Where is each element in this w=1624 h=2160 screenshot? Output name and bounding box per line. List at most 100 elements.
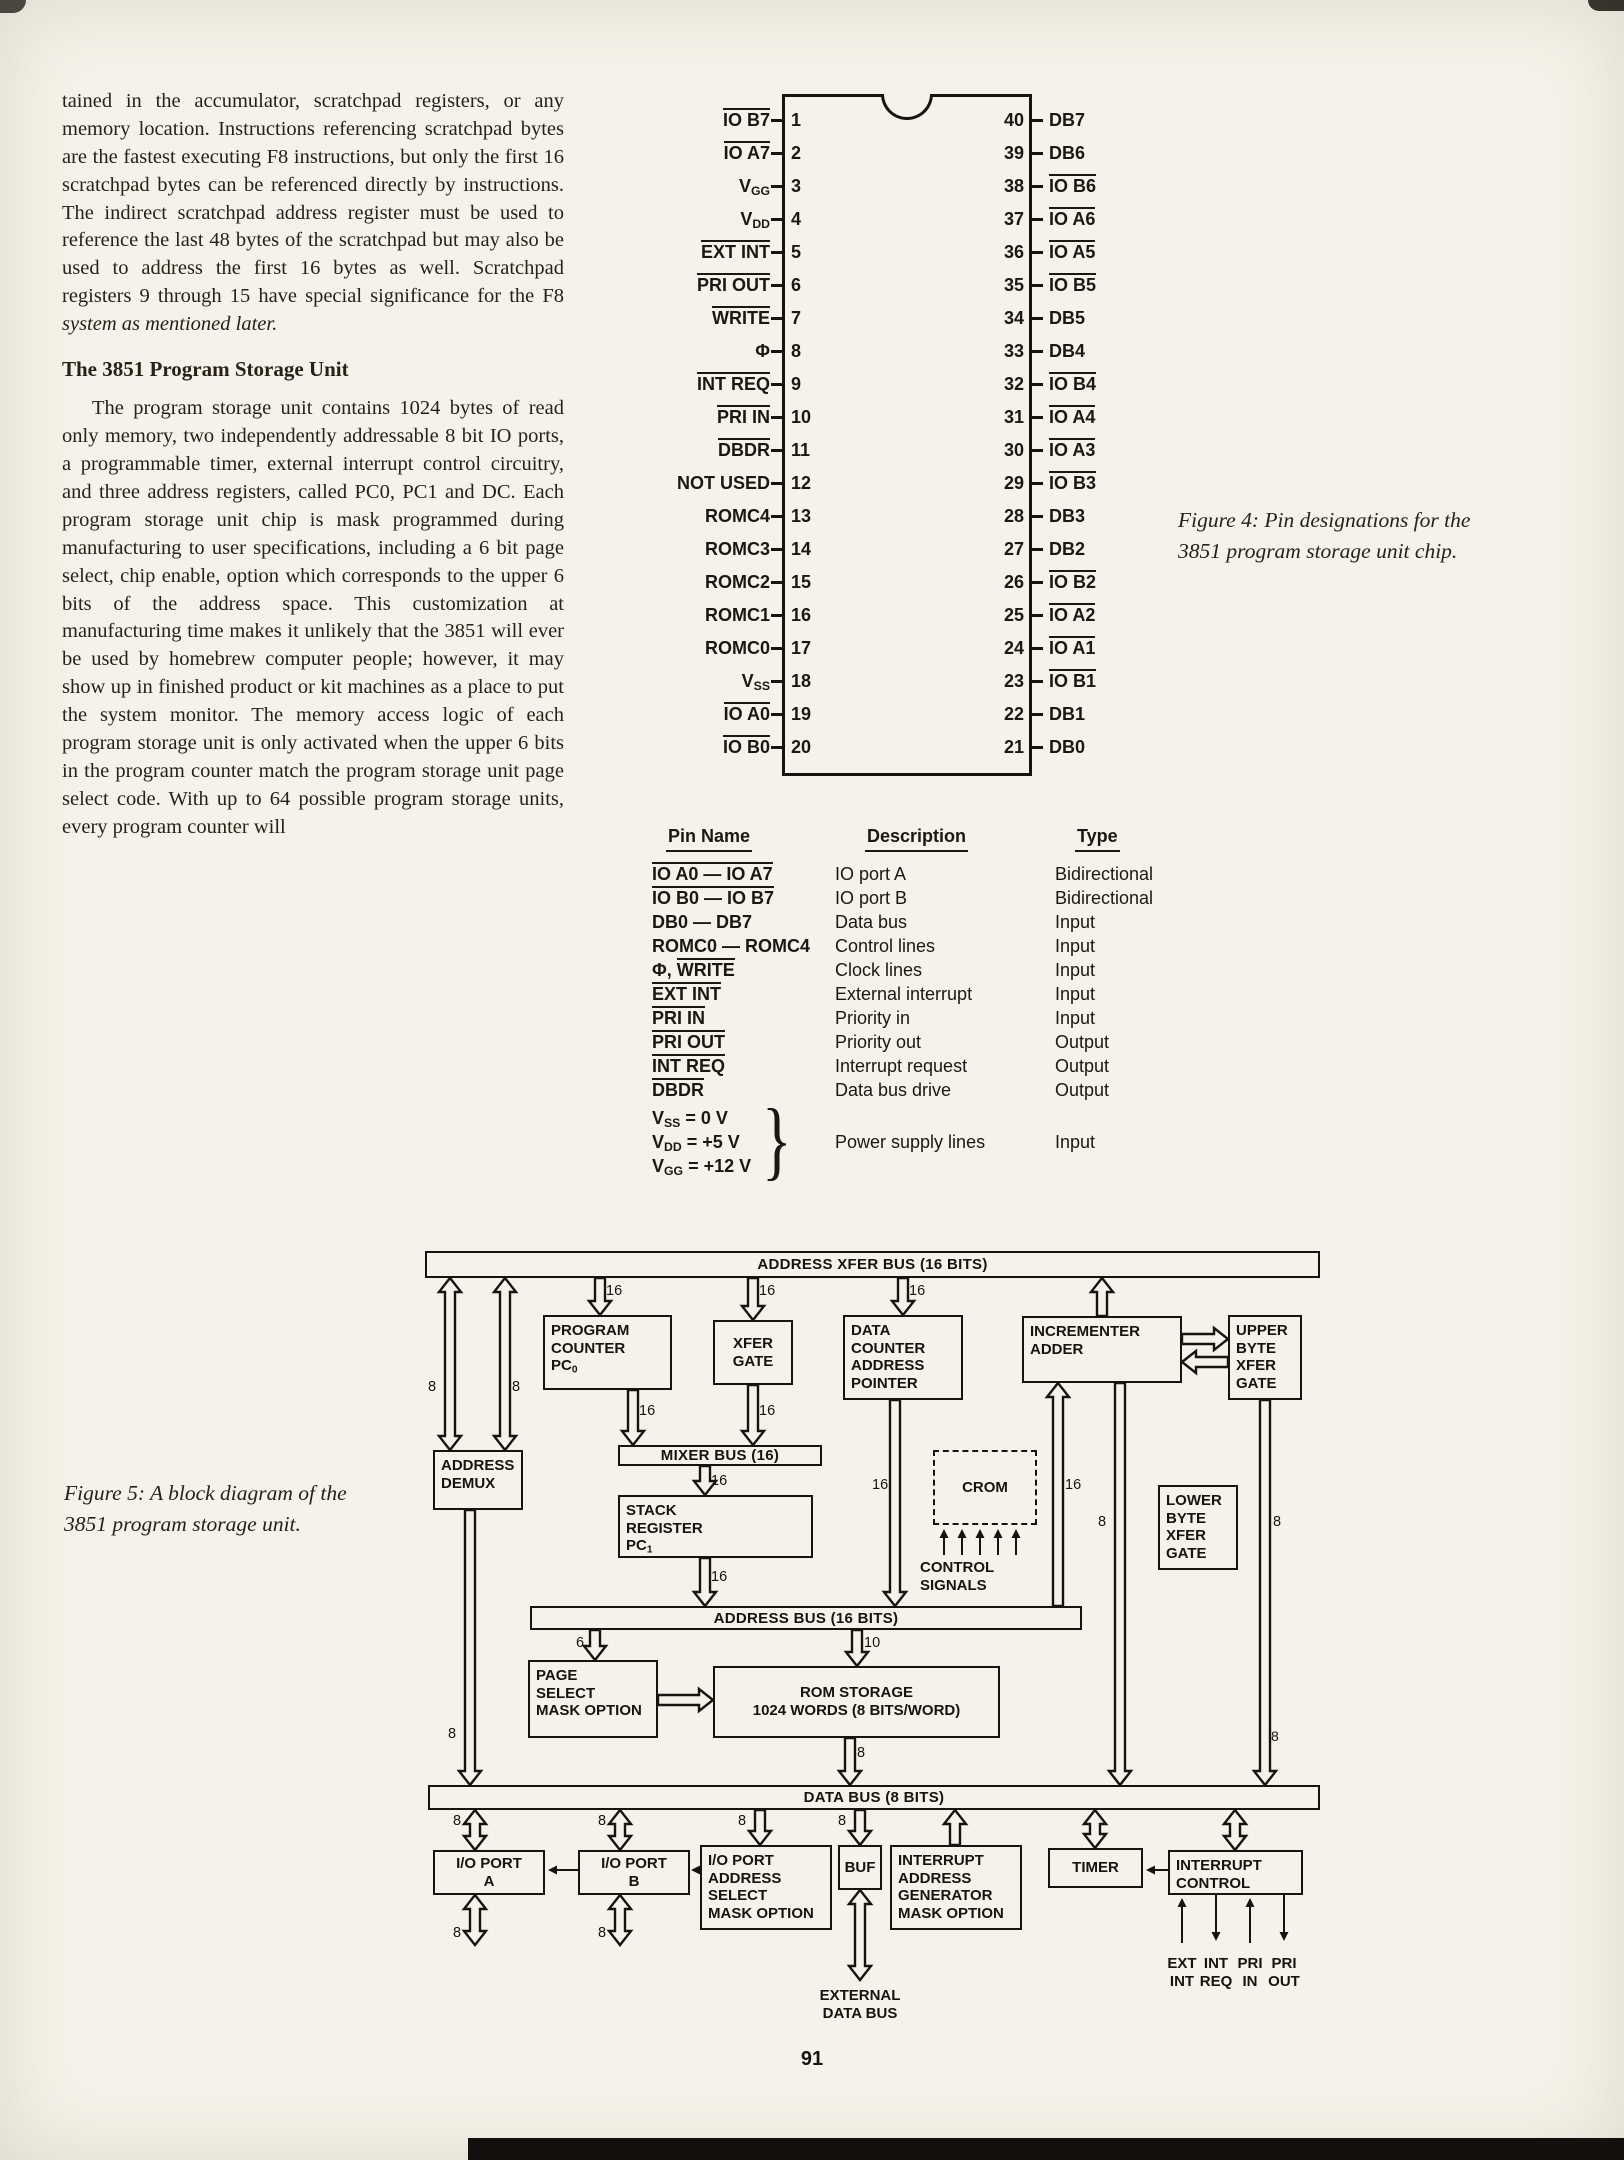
pin-number: 5 [791,242,802,262]
pin-name-cell: INT REQ [652,1054,726,1076]
bus-width-label: 8 [598,1813,606,1829]
wire-arrow [846,1808,874,1847]
pin-tick [1032,614,1043,617]
pin-table-header-cell: Pin Name [652,826,835,862]
pin-name-cell: EXT INT [652,982,722,1004]
note-width-8-right: 8 [1271,1728,1279,1744]
pin-label-left: PRI IN [716,405,770,427]
pin-number: 6 [791,275,802,295]
pin-tick [1032,746,1043,749]
wire-arrow [436,1276,464,1452]
pin-tick [771,152,782,155]
wire-arrow [1088,1276,1116,1318]
pin-name-cell: PRI IN [652,1006,706,1028]
pin-type-cell: Bidirectional [1055,888,1154,908]
pin-number: 40 [1003,110,1024,130]
wire-arrow [456,1508,484,1787]
pin-type-cell: Input [1055,1008,1096,1028]
pin-tick [1032,515,1043,518]
pin-number: 10 [791,407,812,427]
body-paragraph-2: The program storage unit contains 1024 b… [62,397,564,838]
bus-data-bus: DATA BUS (8 BITS) [428,1785,1320,1810]
pin-label-right: IO A2 [1049,603,1096,625]
pin-number: 27 [1003,539,1024,559]
wire-arrow [606,1893,634,1947]
pin-tick [771,515,782,518]
wire-arrow [739,1383,767,1447]
pin-tick [1032,185,1043,188]
wire-arrow [691,1556,719,1608]
pin-name-cell: IO A0 — IO A7 [652,862,773,884]
bus-width-label: 8 [738,1813,746,1829]
pin-label-left: ROMC0 [704,638,770,658]
pin-label-right: IO A1 [1049,636,1096,658]
pin-tick [1032,416,1043,419]
pin-name-cell: IO B0 — IO B7 [652,886,775,908]
wire-arrow [843,1628,871,1668]
pin-name-cell: ROMC0 — ROMC4 [652,936,811,956]
bus-width-label: 8 [448,1726,456,1742]
scan-artifact [1588,0,1624,11]
pin-label-left: ROMC2 [704,572,770,592]
pin-tick [1032,119,1043,122]
bus-width-label: 8 [428,1379,436,1395]
bus-width-label: 8 [857,1745,865,1761]
paragraph-emphasis: system as mentioned later. [62,313,278,335]
bus-width-label: 16 [606,1283,622,1299]
bus-width-label: 16 [759,1403,775,1419]
wire-arrow [461,1893,489,1947]
pin-label-left: IO A0 [723,702,770,724]
pin-number: 24 [1003,638,1024,658]
pin-tick [771,284,782,287]
pin-type-cell: Bidirectional [1055,864,1154,884]
pin-tick [1032,713,1043,716]
bus-width-label: 10 [864,1635,880,1651]
pin-tick [771,680,782,683]
column-header: Pin Name [666,826,753,852]
pin-number: 37 [1003,209,1024,229]
pin-label-left: PRI OUT [696,273,770,295]
pin-label-right: IO B3 [1049,471,1097,493]
pin-tick [771,614,782,617]
pin-type-cell: Input [1055,936,1096,956]
pin-label-left: ROMC3 [704,539,770,559]
pin-number: 4 [791,209,802,229]
pin-number: 26 [1003,572,1024,592]
chip-outline [782,94,1032,776]
box-timer: TIMER [1048,1848,1143,1888]
pin-label-right: DB7 [1049,110,1086,130]
pin-tick [771,581,782,584]
bus-width-label: 8 [512,1379,520,1395]
pin-number: 21 [1003,737,1024,757]
pin-desc-cell: Data bus [835,912,908,932]
pin-type-cell: Input [1055,960,1096,980]
pin-tick [771,713,782,716]
bus-width-label: 8 [453,1813,461,1829]
column-header: Type [1075,826,1120,852]
pin-number: 34 [1003,308,1024,328]
bus-width-label: 16 [759,1283,775,1299]
pin-label-right: IO A5 [1049,240,1096,262]
pin-number: 16 [791,605,812,625]
power-type: Input [1055,1132,1096,1152]
wire-arrowhead [1011,1529,1021,1538]
pin-desc-cell: Priority out [835,1032,922,1052]
pin-number: 33 [1003,341,1024,361]
pin-label-right: IO A3 [1049,438,1096,460]
wire-arrow [1180,1325,1230,1353]
pin-label-left: NOT USED [676,473,770,493]
